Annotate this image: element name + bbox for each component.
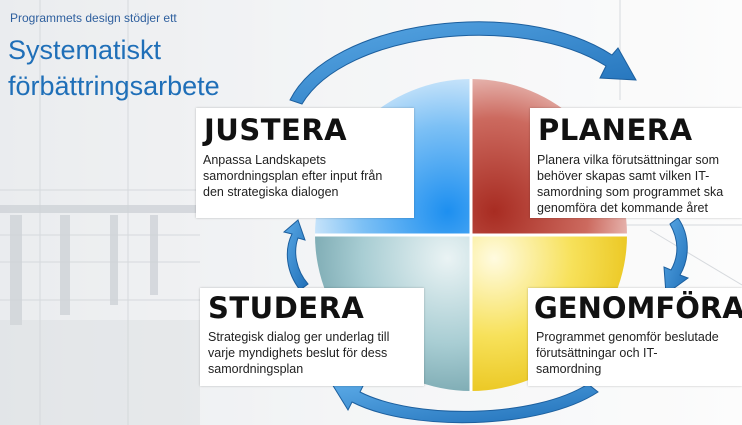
step-heading-justera: JUSTERA: [204, 113, 348, 147]
step-heading-planera: PLANERA: [538, 113, 693, 147]
step-box-justera: JUSTERA Anpassa Landskapets samordningsp…: [196, 108, 414, 218]
step-text-genomfora: Programmet genomför beslutade förutsättn…: [536, 330, 719, 376]
arrow-right: [663, 217, 690, 295]
step-box-studera: STUDERA Strategisk dialog ger underlag t…: [200, 288, 424, 386]
slide-subtitle: Programmets design stödjer ett: [10, 11, 177, 25]
arrow-top-arc: [289, 21, 637, 105]
step-text-justera: Anpassa Landskapets samordningsplan efte…: [203, 153, 383, 199]
step-heading-studera: STUDERA: [208, 291, 365, 325]
step-text-planera: Planera vilka förutsättningar som behöve…: [537, 153, 724, 215]
slide-title: Systematiskt förbättringsarbete: [8, 32, 220, 104]
step-heading-genomfora: GENOMFÖRA: [534, 291, 742, 325]
step-box-planera: PLANERA Planera vilka förutsättningar so…: [530, 108, 742, 218]
title-line-2: förbättringsarbete: [8, 71, 220, 101]
arrow-left: [282, 219, 309, 291]
title-line-1: Systematiskt: [8, 35, 162, 65]
step-text-studera: Strategisk dialog ger underlag till varj…: [208, 330, 390, 376]
step-box-genomfora: GENOMFÖRA Programmet genomför beslutade …: [528, 288, 742, 386]
